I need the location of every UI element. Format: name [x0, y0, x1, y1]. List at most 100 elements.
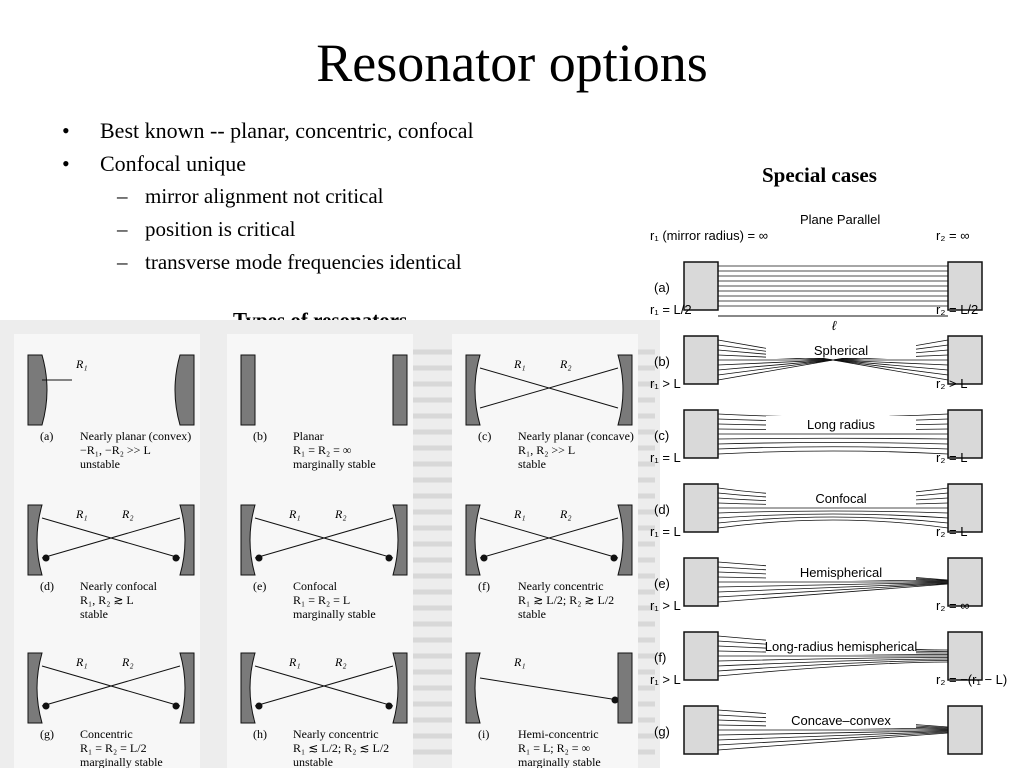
- beam-ray: [717, 661, 949, 677]
- beam-ray: [717, 446, 949, 450]
- r2-label: r₂ = L: [936, 524, 967, 539]
- radius-label: R₂: [121, 655, 134, 669]
- left-mirror: [240, 652, 256, 724]
- radius-line: [254, 517, 394, 559]
- beam-ray: [717, 582, 949, 593]
- row-letter: (f): [654, 650, 666, 665]
- row-letter: (b): [654, 354, 670, 369]
- r1-label: r₁ > L: [650, 376, 681, 391]
- left-mirror: [465, 504, 481, 576]
- cell-stability: marginally stable: [518, 755, 601, 768]
- resonator-cell: R₁ (a) Nearly planar (convex)−R₁, −R₂ >> L…: [14, 334, 200, 484]
- r1-label: r₁ > L: [650, 672, 681, 687]
- beam-ray: [717, 658, 949, 667]
- bullet-text: Best known -- planar, concentric, confoc…: [100, 118, 474, 143]
- cell-name: Planar: [293, 429, 324, 443]
- cell-stability: marginally stable: [293, 457, 376, 471]
- sub-bullet-text: position is critical: [145, 217, 296, 241]
- radius-label: R₁: [513, 507, 526, 521]
- right-mirror: [174, 354, 195, 426]
- right-mirror: [179, 504, 195, 576]
- case-name: Hemispherical: [800, 565, 882, 580]
- beam-ray: [717, 660, 949, 672]
- cell-letter: (a): [40, 429, 53, 443]
- cell-name: Confocal: [293, 579, 338, 593]
- center-point: [172, 554, 180, 562]
- cell-letter: (h): [253, 727, 267, 741]
- cell-stability: marginally stable: [80, 755, 163, 768]
- name-backdrop: [766, 416, 916, 432]
- radius-label: R₂: [559, 357, 572, 371]
- cell-condition: −R₁, −R₂ >> L: [80, 443, 151, 457]
- radius-line: [41, 517, 181, 559]
- sub-bullet-mark: –: [117, 250, 128, 274]
- left-mirror: [683, 335, 719, 385]
- name-backdrop: [766, 342, 916, 358]
- beam-ray: [717, 519, 949, 529]
- beam-ray: [717, 437, 949, 440]
- row-letter: (c): [654, 428, 669, 443]
- right-mirror: [617, 354, 633, 426]
- cell-letter: (i): [478, 727, 489, 741]
- center-point: [42, 554, 50, 562]
- r1-label: r₁ = L: [650, 524, 681, 539]
- cell-condition: R₁, R₂ ≳ L: [80, 593, 134, 607]
- right-mirror: [179, 652, 195, 724]
- right-mirror: [392, 354, 408, 426]
- bullet-mark: •: [62, 151, 70, 176]
- case-name: Spherical: [814, 343, 868, 358]
- sub-bullet-mark: –: [117, 184, 128, 208]
- left-mirror: [27, 652, 43, 724]
- cell-stability: unstable: [293, 755, 333, 768]
- radius-label: R₂: [334, 655, 347, 669]
- cell-name: Concentric: [80, 727, 133, 741]
- left-mirror: [240, 504, 256, 576]
- resonator-types-svg: R₁ (a) Nearly planar (convex)−R₁, −R₂ >> L…: [0, 320, 660, 773]
- special-cases-heading: Special cases: [762, 163, 877, 187]
- cell-stability: stable: [518, 457, 546, 471]
- cell-name: Nearly planar (convex): [80, 429, 191, 443]
- row-letter: (g): [654, 724, 670, 739]
- r2-label: r₂ = ∞: [936, 228, 969, 243]
- cell-stability: marginally stable: [293, 607, 376, 621]
- radius-line: [254, 665, 394, 707]
- radius-label: R₁: [75, 357, 88, 371]
- beam-ray: [717, 731, 949, 741]
- cell-condition: R₁ = L; R₂ = ∞: [518, 741, 590, 755]
- beam-ray: [717, 657, 949, 662]
- cell-condition: R₁ ≳ L/2; R₂ ≳ L/2: [518, 593, 614, 607]
- r2-label: r₂ = −(r₁ − L): [936, 672, 1007, 687]
- cell-background: [452, 334, 638, 484]
- name-backdrop: [766, 638, 916, 654]
- center-point: [172, 702, 180, 710]
- radius-label: R₁: [288, 507, 301, 521]
- length-label: ℓ: [832, 318, 837, 333]
- center-point: [480, 554, 488, 562]
- cell-condition: R₁ ≲ L/2; R₂ ≲ L/2: [293, 741, 389, 755]
- cell-background: [227, 334, 413, 484]
- beam-ray: [717, 730, 949, 736]
- cell-letter: (b): [253, 429, 267, 443]
- radius-label: R₁: [75, 655, 88, 669]
- cell-letter: (c): [478, 429, 491, 443]
- beam-ray: [717, 516, 949, 524]
- cell-stability: stable: [80, 607, 108, 621]
- cell-name: Nearly planar (concave): [518, 429, 634, 443]
- radius-line: [479, 517, 619, 559]
- radius-label: R₁: [75, 507, 88, 521]
- left-mirror: [683, 409, 719, 459]
- cell-background: [452, 632, 638, 773]
- radius-line: [41, 665, 181, 707]
- beam-ray: [717, 513, 949, 519]
- cell-letter: (g): [40, 727, 54, 741]
- cell-name: Nearly concentric: [518, 579, 604, 593]
- left-mirror: [465, 354, 481, 426]
- r2-label: r₂ = ∞: [936, 598, 969, 613]
- beam-ray: [717, 583, 949, 603]
- right-mirror: [617, 652, 633, 724]
